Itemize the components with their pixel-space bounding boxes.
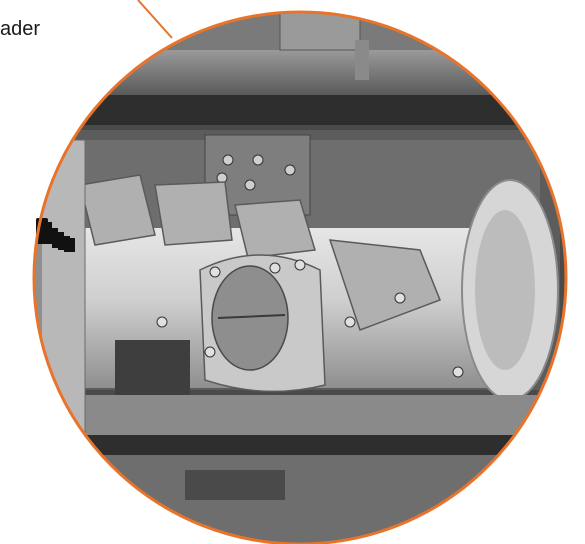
hex-bolt-icon xyxy=(394,292,406,304)
left-side-plate xyxy=(34,139,86,461)
auger-flights xyxy=(79,174,441,331)
hex-bolt-icon xyxy=(452,366,464,378)
hex-bolt-icon xyxy=(269,262,281,274)
flight-disc xyxy=(156,254,464,393)
callout-ring xyxy=(32,10,568,544)
hex-bolt-icon xyxy=(209,266,221,278)
callout-label: ader xyxy=(0,18,41,40)
hex-bolt-icon xyxy=(252,154,264,166)
hex-bolt-icon xyxy=(156,316,168,328)
hex-bolt-icon xyxy=(284,164,296,176)
hex-bolt-icon xyxy=(204,346,216,358)
top-frame-beam xyxy=(34,12,566,125)
hex-bolt-icon xyxy=(344,316,356,328)
hex-bolt-icon xyxy=(222,154,234,166)
callout-leader-line xyxy=(137,0,173,39)
hex-bolt-icon xyxy=(244,179,256,191)
hex-bolt-icon xyxy=(294,259,306,271)
